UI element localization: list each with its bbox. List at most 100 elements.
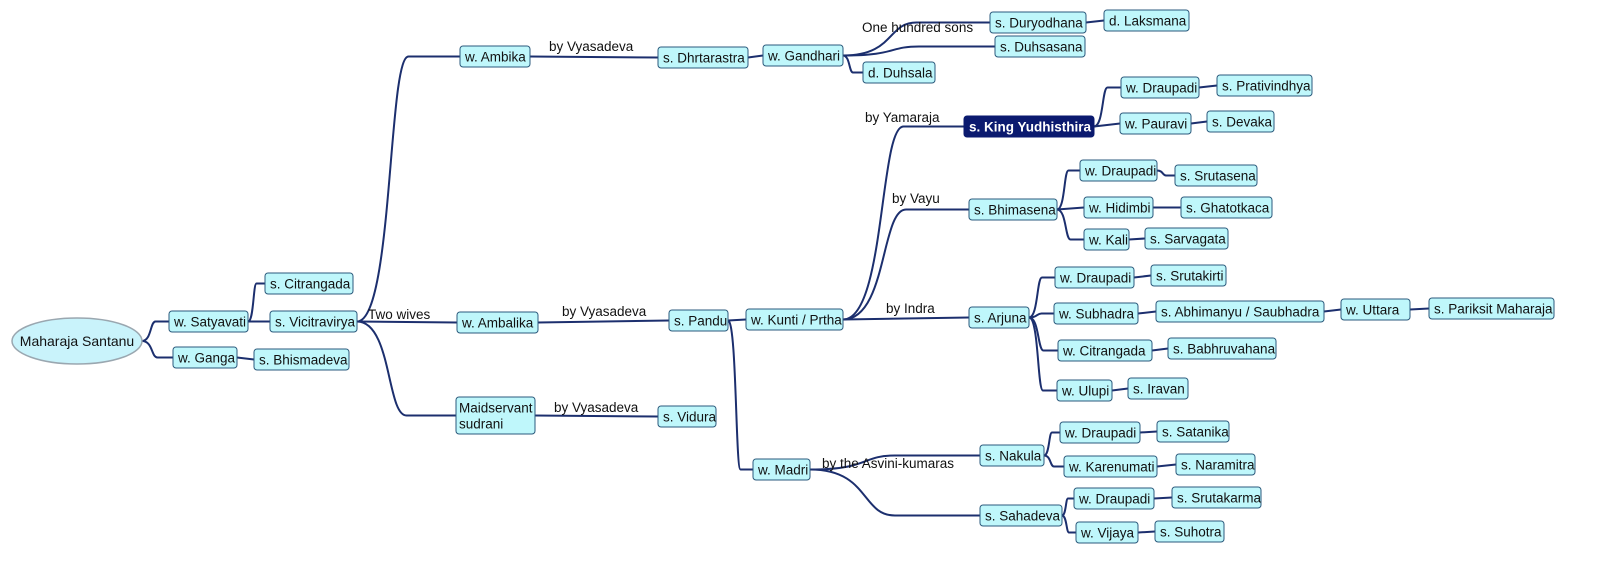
node-box [1340,298,1411,321]
node-box [253,348,350,371]
node-ganga[interactable]: w. Ganga [172,346,238,369]
connector-madri [727,319,753,471]
node-bhismadeva[interactable]: s. Bhismadeva [253,348,350,371]
node-label: s. Satanika [1162,425,1229,440]
node-duhsala[interactable]: d. Duhsala [862,61,936,84]
node-ghatotkaca[interactable]: s. Ghatotkaca [1180,196,1273,219]
node-s_draupadi[interactable]: w. Draupadi [1073,487,1155,510]
node-kunti[interactable]: w. Kunti / Prtha [745,308,844,331]
node-duryodhana[interactable]: s. Duryodhana [989,11,1087,34]
node-label-line: sudrani [459,417,503,432]
node-srutasena[interactable]: s. Srutasena [1174,164,1258,187]
connector-label-dhrtarastra: by Vyasadeva [549,39,634,54]
node-box [1119,112,1192,135]
node-box [979,504,1063,527]
node-b_draupadi[interactable]: w. Draupadi [1079,159,1158,182]
node-ambika[interactable]: w. Ambika [459,45,531,68]
connector-uttara [1323,308,1342,313]
node-laksmana[interactable]: d. Laksmana [1103,9,1190,32]
node-ulupi[interactable]: w. Ulupi [1056,379,1113,402]
node-prativindhya[interactable]: s. Prativindhya [1216,74,1313,97]
node-vidura[interactable]: s. Vidura [657,405,717,428]
node-hidimbi[interactable]: w. Hidimbi [1083,196,1154,219]
node-label: s. Srutakirti [1156,269,1224,284]
node-nakula[interactable]: s. Nakula [979,444,1045,467]
node-box [657,46,749,69]
node-dhrtarastra[interactable]: s. Dhrtarastra [657,46,749,69]
node-uttara[interactable]: w. Uttara [1340,298,1411,321]
connector-karenumati [1043,454,1064,468]
node-box [1175,453,1256,476]
node-box [979,444,1045,467]
connector-pariksit [1409,307,1430,311]
node-label: s. Vicitravirya [275,315,356,330]
node-box [1054,266,1135,289]
node-santanu[interactable]: Maharaja Santanu [11,317,143,365]
node-label: s. Nakula [985,449,1042,464]
node-karenumati[interactable]: w. Karenumati [1063,455,1158,478]
node-yudhisthira[interactable]: s. King Yudhisthira [963,115,1095,138]
connector-bhimasena [842,208,969,321]
connector-vijaya [1061,514,1076,534]
node-satyavati[interactable]: w. Satyavati [168,310,249,333]
node-iravan[interactable]: s. Iravan [1127,377,1189,400]
node-suhotra[interactable]: s. Suhotra [1154,520,1225,543]
node-gandhari[interactable]: w. Gandhari [762,44,844,67]
node-madri[interactable]: w. Madri [752,458,811,481]
connector-gandhari [747,54,764,59]
node-vijaya[interactable]: w. Vijaya [1075,521,1139,544]
connector-label-pandu: by Vyasadeva [562,304,647,319]
node-citrangada1[interactable]: s. Citrangada [264,272,354,295]
node-box [994,35,1086,58]
node-label: w. Citrangada [1062,344,1146,359]
node-satanika[interactable]: s. Satanika [1156,420,1230,443]
node-label: s. Ghatotkaca [1186,201,1270,216]
connector-arjuna [842,316,970,321]
node-box [1059,421,1141,444]
node-n_draupadi[interactable]: w. Draupadi [1059,421,1141,444]
node-babhruvahana[interactable]: s. Babhruvahana [1167,337,1277,360]
node-subhadra[interactable]: w. Subhadra [1053,302,1139,325]
node-sahadeva[interactable]: s. Sahadeva [979,504,1063,527]
node-kali[interactable]: w. Kali [1083,228,1130,251]
node-devaka[interactable]: s. Devaka [1206,110,1275,133]
node-box [762,44,844,67]
node-naramitra[interactable]: s. Naramitra [1175,453,1256,476]
node-box [1174,164,1258,187]
node-ambalika[interactable]: w. Ambalika [456,311,539,334]
node-bhimasena[interactable]: s. Bhimasena [968,198,1058,221]
node-label: s. Naramitra [1181,458,1255,473]
node-label: w. Ambika [464,50,526,65]
node-sarvagata[interactable]: s. Sarvagata [1144,227,1229,250]
node-label-line: Maidservant [459,401,533,416]
connector-ambika [356,55,460,323]
node-label: s. Pariksit Maharaja [1434,302,1553,317]
connector-kunti [727,318,747,322]
node-abhimanyu[interactable]: s. Abhimanyu / Saubhadra [1155,300,1325,323]
connector-citrangada1 [247,282,265,323]
node-duhsasana[interactable]: s. Duhsasana [994,35,1086,58]
node-box [1083,196,1154,219]
node-srutakarma[interactable]: s. Srutakarma [1171,486,1262,509]
node-label: w. Vijaya [1080,526,1135,541]
node-box [1053,302,1139,325]
node-box [456,311,539,334]
node-pandu[interactable]: s. Pandu [668,309,729,332]
node-vicitravirya[interactable]: s. Vicitravirya [269,310,358,333]
node-srutakirti[interactable]: s. Srutakirti [1150,264,1227,287]
node-arjuna[interactable]: s. Arjuna [968,306,1030,329]
connector-label-arjuna: by Indra [886,301,935,316]
node-box [1216,74,1313,97]
node-citrangada2[interactable]: w. Citrangada [1057,339,1153,362]
node-y_draupadi[interactable]: w. Draupadi [1120,76,1200,99]
node-pariksit[interactable]: s. Pariksit Maharaja [1428,297,1555,320]
node-label: w. Kali [1088,233,1128,248]
node-pauravi[interactable]: w. Pauravi [1119,112,1192,135]
node-label: Maharaja Santanu [20,333,134,349]
connector-vidura [534,414,659,418]
node-a_draupadi[interactable]: w. Draupadi [1054,266,1135,289]
node-label: s. Arjuna [974,311,1027,326]
node-box [1063,455,1158,478]
